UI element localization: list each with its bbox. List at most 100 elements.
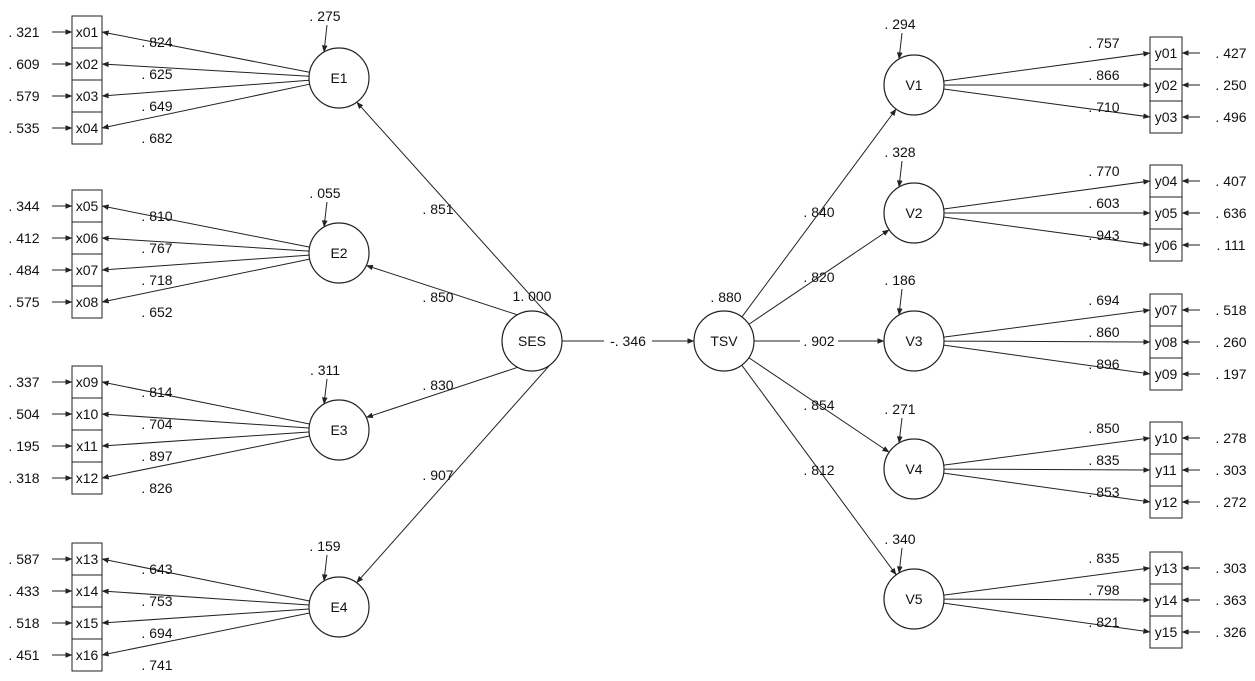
indicator-y14-loading-arrow [943,597,1151,603]
indicator-x12-loading-arrow [101,435,310,480]
factor-v1-label: V1 [905,77,922,93]
factor-v2-residual: . 328 [884,144,915,160]
factor-e1-residual-arrow [321,24,328,53]
factor-v2-structural-path [748,229,890,325]
factor-v3-residual: . 186 [884,272,915,288]
indicator-x04-loading: . 682 [141,130,172,146]
indicator-y04-label: y04 [1155,173,1178,189]
indicator-x12-loading: . 826 [141,480,172,496]
indicator-y12-loading: . 853 [1088,484,1119,500]
factor-e4-path-coefficient: . 907 [422,467,453,483]
indicator-y11-label: y11 [1155,462,1177,478]
latent-tsv [693,310,755,372]
indicator-x04 [71,111,103,145]
indicator-x05-loading: . 810 [141,208,172,224]
indicator-y03 [1149,100,1183,134]
indicator-x10-loading: . 704 [141,416,172,432]
indicator-x15-loading: . 694 [141,625,172,641]
factor-v3-residual-arrow [896,288,903,316]
indicator-x16-loading-arrow [101,612,310,657]
factor-v5-structural-path [741,364,897,576]
factor-e3-label: E3 [330,422,347,438]
factor-e3 [308,399,370,461]
indicator-y15-label: y15 [1155,624,1178,640]
indicator-y06-loading-arrow [943,216,1151,247]
indicator-x14-loading: . 753 [141,593,172,609]
factor-v5-path-coefficient: . 812 [803,462,834,478]
indicator-x01-error: . 321 [8,24,39,40]
indicator-y13-label: y13 [1155,560,1178,576]
factor-v2-path-coefficient: . 820 [803,269,834,285]
indicator-x07-loading-arrow [101,254,310,273]
factor-e1-label: E1 [330,70,347,86]
factor-e2-path-coefficient: . 850 [422,289,453,305]
edges-layer [52,24,1200,658]
factor-v3-label: V3 [905,333,922,349]
indicator-y06-label: y06 [1155,237,1178,253]
factor-e3-residual: . 311 [310,362,340,378]
indicator-x11 [71,429,103,463]
indicator-y12-loading-arrow [943,472,1151,504]
indicator-y01-label: y01 [1155,45,1178,61]
factor-e4-residual-arrow [321,554,328,582]
indicator-x14-error: . 433 [8,583,39,599]
factor-e2 [308,222,370,284]
factor-e4-structural-path [356,364,550,584]
indicator-x09-error: . 337 [8,374,39,390]
indicator-y09 [1149,357,1183,391]
indicator-y09-loading: . 896 [1088,356,1119,372]
indicator-x09-loading: . 814 [141,384,172,400]
indicator-y07-loading: . 694 [1088,292,1119,308]
indicator-x09-label: x09 [76,374,99,390]
indicator-y02-error: . 250 [1215,77,1246,93]
indicator-x14 [71,574,103,608]
indicator-y10-loading: . 850 [1088,420,1119,436]
factor-v5-label: V5 [905,591,922,607]
indicator-x03-loading: . 649 [141,98,172,114]
indicator-x15-label: x15 [76,615,99,631]
factor-v3-path-label-bg [800,331,838,351]
indicator-x07-loading: . 718 [141,272,172,288]
indicator-y08 [1149,325,1183,359]
factor-e3-path-coefficient: . 830 [422,377,453,393]
indicator-x01 [71,15,103,49]
latent-tsv-label: TSV [710,333,738,349]
indicator-x06 [71,221,103,255]
indicator-x14-label: x14 [76,583,99,599]
indicator-x10-loading-arrow [101,411,310,429]
indicator-x16-loading: . 741 [141,657,172,673]
indicator-y12-label: y12 [1155,494,1178,510]
indicator-x02 [71,47,103,81]
indicator-y15-error: . 326 [1215,624,1246,640]
indicator-y06 [1149,228,1183,262]
indicator-x07-error: . 484 [8,262,39,278]
indicator-x03 [71,79,103,113]
factor-v2-label: V2 [905,205,922,221]
indicator-x10-error: . 504 [8,406,39,422]
factor-v2-residual-arrow [896,160,903,188]
indicator-y08-loading-arrow [943,339,1151,345]
factor-v5-residual: . 340 [884,531,915,547]
indicator-y11-loading-arrow [943,467,1151,473]
indicator-y10-error: . 278 [1215,430,1246,446]
indicator-y01-loading: . 757 [1088,35,1119,51]
ses-tsv-coefficient: -. 346 [610,333,646,349]
factor-e4-residual: . 159 [309,538,340,554]
indicator-y06-loading: . 943 [1088,227,1119,243]
indicator-x09 [71,365,103,399]
indicator-y07-loading-arrow [943,308,1151,338]
indicator-x03-error: . 579 [8,88,39,104]
indicator-y11-error: . 303 [1215,462,1246,478]
factor-v1-residual-arrow [896,32,903,60]
indicator-x13 [71,542,103,576]
factor-v4-path-coefficient: . 854 [803,397,834,413]
indicator-x04-loading-arrow [101,83,310,130]
indicator-x10-label: x10 [76,406,99,422]
indicator-y03-label: y03 [1155,109,1178,125]
indicator-x07 [71,253,103,287]
indicator-x13-error: . 587 [8,551,39,567]
indicator-y07-error: . 518 [1215,302,1246,318]
factor-e4 [308,576,370,638]
